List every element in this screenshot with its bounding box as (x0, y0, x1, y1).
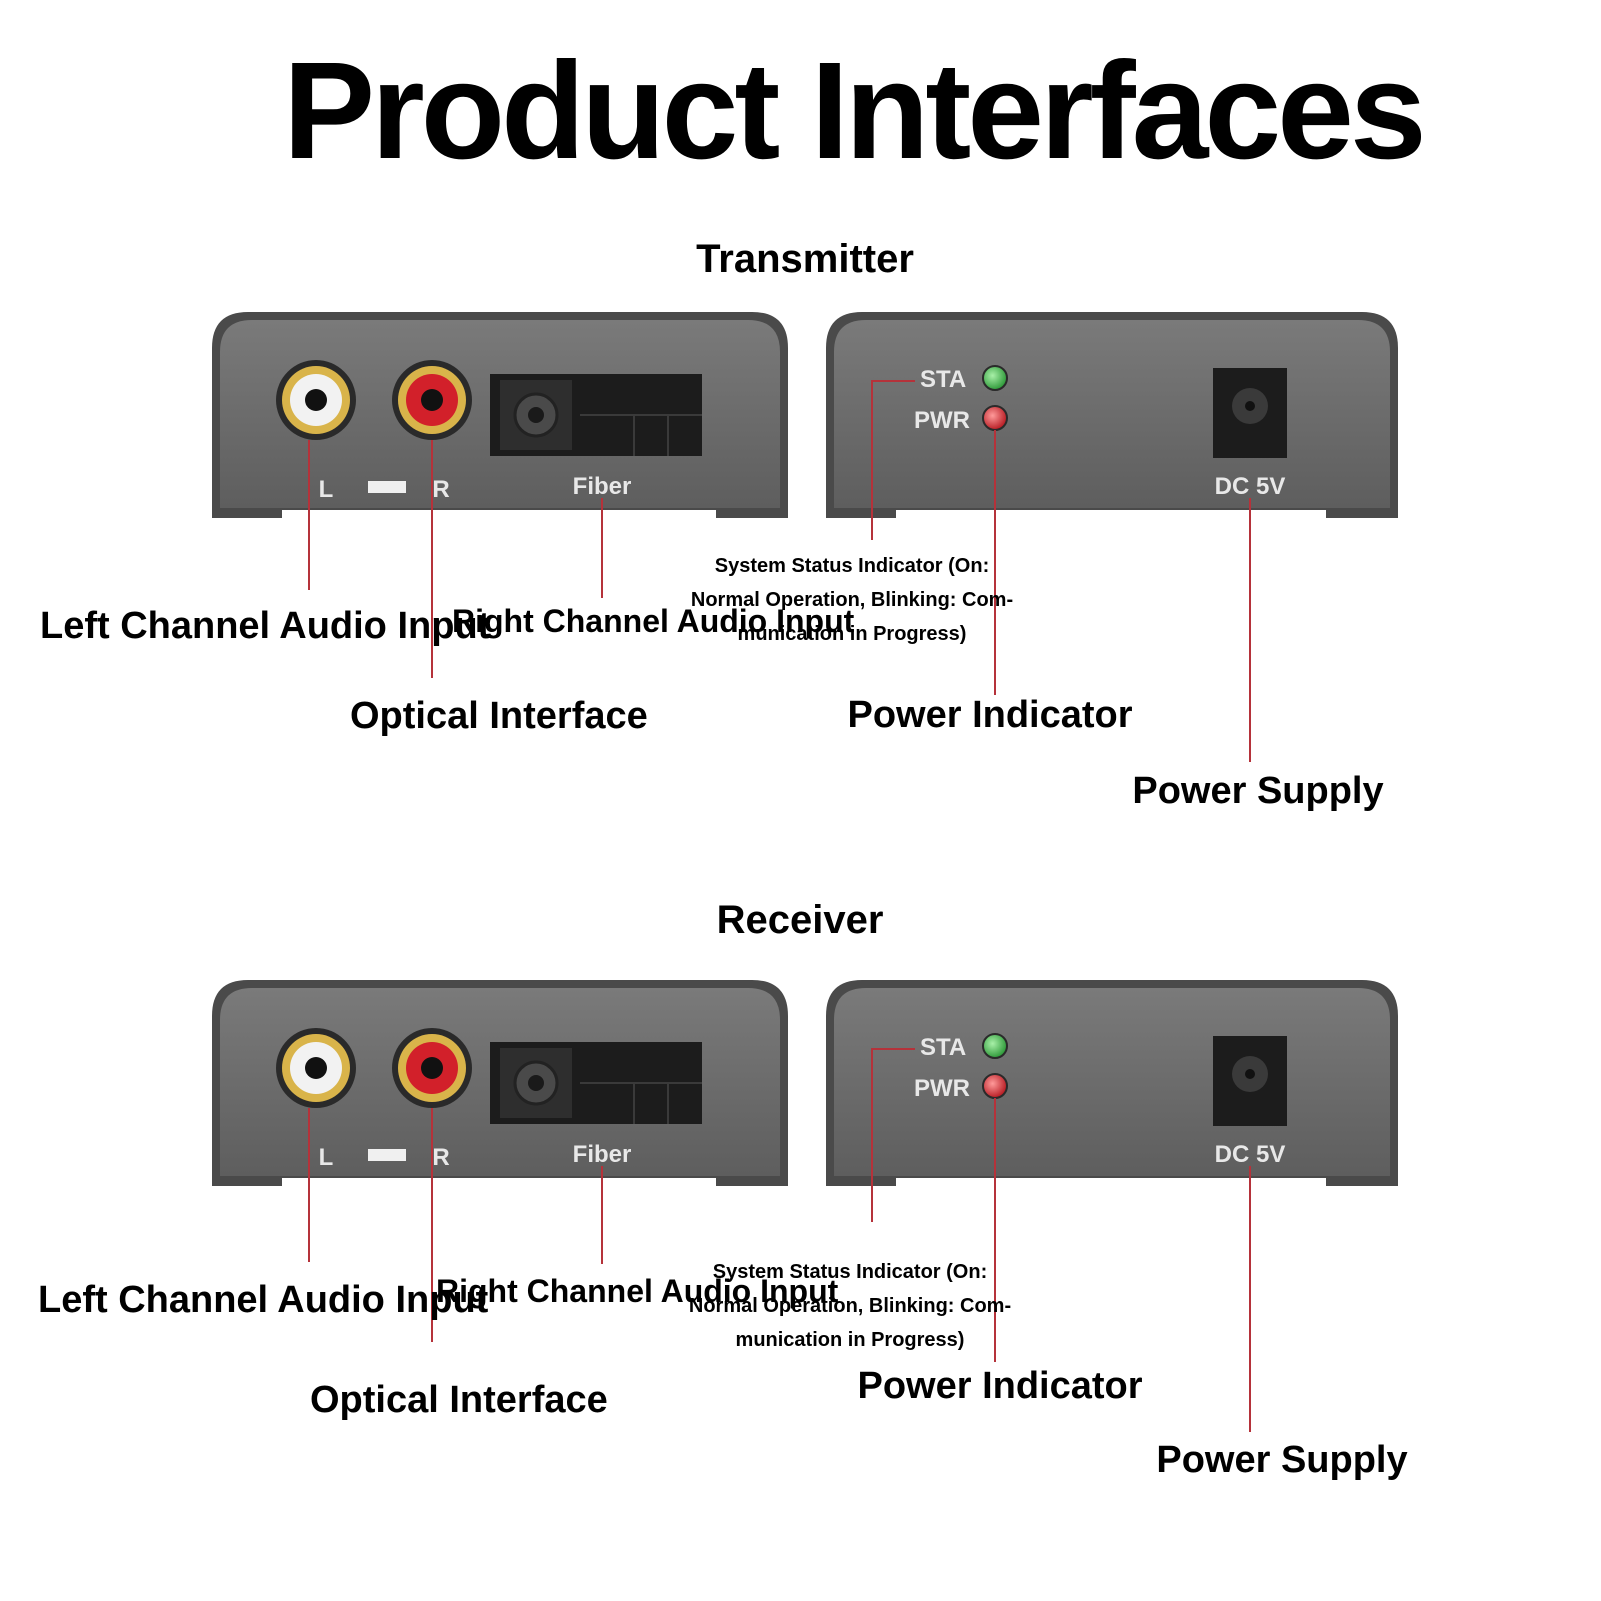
section-title-receiver: Receiver (717, 898, 884, 942)
label-pwr: PWR (914, 1075, 970, 1102)
label-l: L (319, 476, 334, 503)
callout-optical: Optical Interface (350, 695, 648, 737)
callout-right-audio: Right Channel Audio Input (436, 1273, 839, 1309)
callout-left-audio: Left Channel Audio Input (40, 605, 491, 647)
callout-status-line-2: Normal Operation, Blinking: Com- (689, 1295, 1011, 1317)
section-title-transmitter: Transmitter (696, 237, 914, 281)
rca-jack-left[interactable] (276, 360, 356, 440)
lr-divider (368, 1149, 406, 1161)
transmitter-rear-panel: STA PWR DC 5V (826, 312, 1398, 518)
callout-left-audio: Left Channel Audio Input (38, 1279, 489, 1321)
receiver-front-panel: L R Fiber (212, 980, 788, 1186)
transmitter-front-panel: L R Fiber (212, 312, 788, 518)
leader-status (871, 380, 915, 540)
transmitter-leader-lines (308, 380, 1251, 762)
callout-status-line-3: munication in Progress) (738, 623, 967, 645)
label-r: R (432, 1144, 449, 1171)
pwr-led-icon (982, 1073, 1008, 1099)
label-dc: DC 5V (1215, 473, 1286, 500)
label-sta: STA (920, 1034, 966, 1061)
label-l: L (319, 1144, 334, 1171)
callout-status-line-2: Normal Operation, Blinking: Com- (691, 589, 1013, 611)
callout-right-audio: Right Channel Audio Input (452, 603, 855, 639)
callout-power-indicator: Power Indicator (847, 694, 1132, 736)
fiber-port[interactable] (490, 374, 702, 456)
dc-power-jack[interactable] (1213, 368, 1287, 458)
fiber-port[interactable] (490, 1042, 702, 1124)
rca-jack-right[interactable] (392, 360, 472, 440)
receiver-rear-panel: STA PWR DC 5V (826, 980, 1398, 1186)
label-fiber: Fiber (573, 1141, 632, 1168)
callout-power-indicator: Power Indicator (857, 1365, 1142, 1407)
sta-led-icon (982, 1033, 1008, 1059)
transmitter-section: Transmitter L R (40, 237, 1398, 812)
lr-divider (368, 481, 406, 493)
callout-optical: Optical Interface (310, 1379, 608, 1421)
callout-power-supply: Power Supply (1132, 770, 1383, 812)
callout-status-line-1: System Status Indicator (On: (713, 1261, 988, 1283)
receiver-section: Receiver L R (38, 898, 1408, 1481)
label-fiber: Fiber (573, 473, 632, 500)
label-pwr: PWR (914, 407, 970, 434)
sta-led-icon (982, 365, 1008, 391)
callout-status-line-1: System Status Indicator (On: (715, 555, 990, 577)
pwr-led-icon (982, 405, 1008, 431)
dc-power-jack[interactable] (1213, 1036, 1287, 1126)
callout-power-supply: Power Supply (1156, 1439, 1407, 1481)
panel-face (834, 988, 1390, 1176)
panel-face (834, 320, 1390, 508)
label-r: R (432, 476, 449, 503)
rca-jack-right[interactable] (392, 1028, 472, 1108)
label-sta: STA (920, 366, 966, 393)
label-dc: DC 5V (1215, 1141, 1286, 1168)
receiver-leader-lines (308, 1048, 1251, 1432)
leader-status (871, 1048, 915, 1222)
page-title: Product Interfaces (283, 34, 1423, 188)
rca-jack-left[interactable] (276, 1028, 356, 1108)
callout-status-line-3: munication in Progress) (736, 1329, 965, 1351)
